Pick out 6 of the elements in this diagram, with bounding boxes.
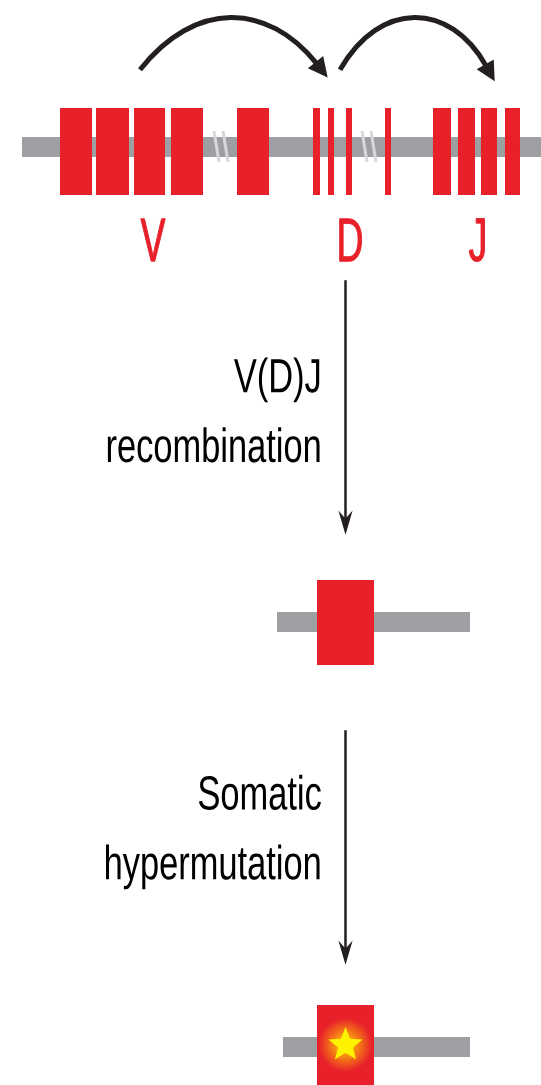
gene-segments	[60, 108, 269, 262]
edge-label: V(D)J recombination	[107, 357, 320, 463]
gene-segments	[313, 108, 391, 262]
edge-label: Somatic hypermutation	[106, 774, 321, 890]
gene-segments	[433, 108, 520, 262]
gene-segment	[317, 580, 374, 665]
